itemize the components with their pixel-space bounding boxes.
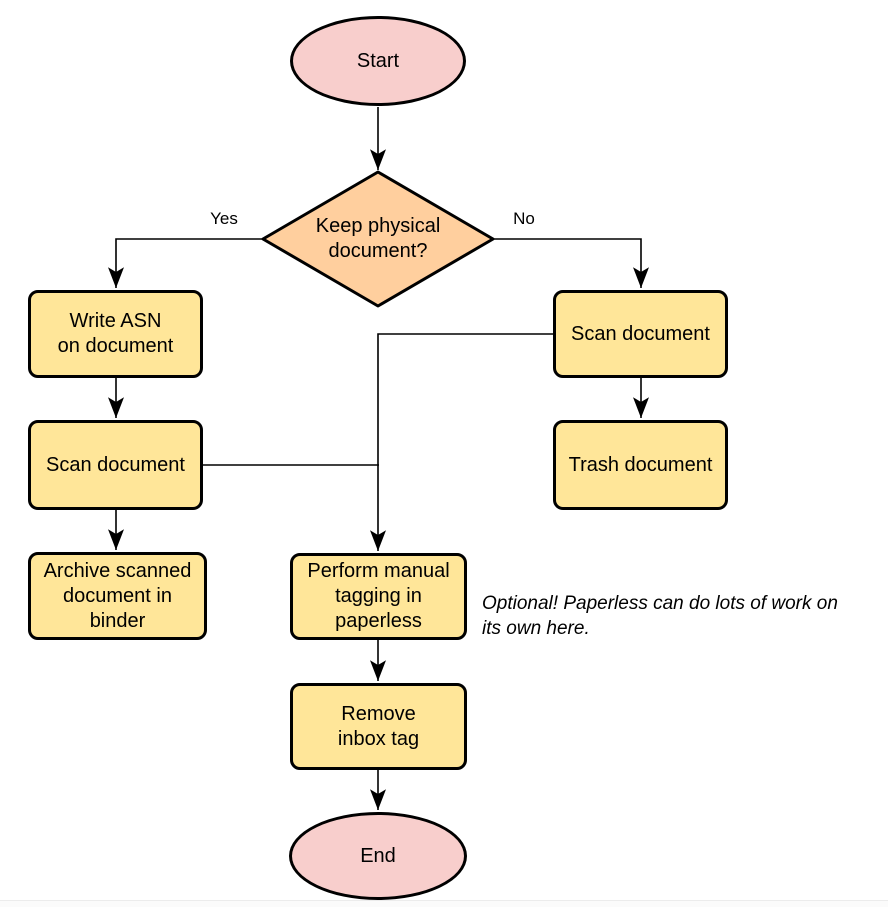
node-end: End (289, 812, 467, 900)
page-bottom-divider (0, 900, 888, 907)
node-remove-inbox: Remove inbox tag (290, 683, 467, 770)
edge-scanright-to-tagging (370, 333, 553, 551)
node-scan-right: Scan document (553, 290, 728, 378)
node-tagging: Perform manual tagging in paperless (290, 553, 467, 640)
edge-decision-yes (108, 238, 265, 288)
node-scan-left: Scan document (28, 420, 203, 510)
node-decision-label: Keep physical document? (315, 215, 441, 262)
node-write-asn: Write ASN on document (28, 290, 203, 378)
node-trash: Trash document (553, 420, 728, 510)
note-text: Optional! Paperless can do lots of work … (482, 593, 838, 639)
edge-label-yes: Yes (210, 209, 238, 228)
node-start: Start (290, 16, 466, 106)
edge-decision-no (491, 238, 649, 288)
edge-label-no: No (513, 209, 535, 228)
node-archive: Archive scanned document in binder (28, 552, 207, 640)
